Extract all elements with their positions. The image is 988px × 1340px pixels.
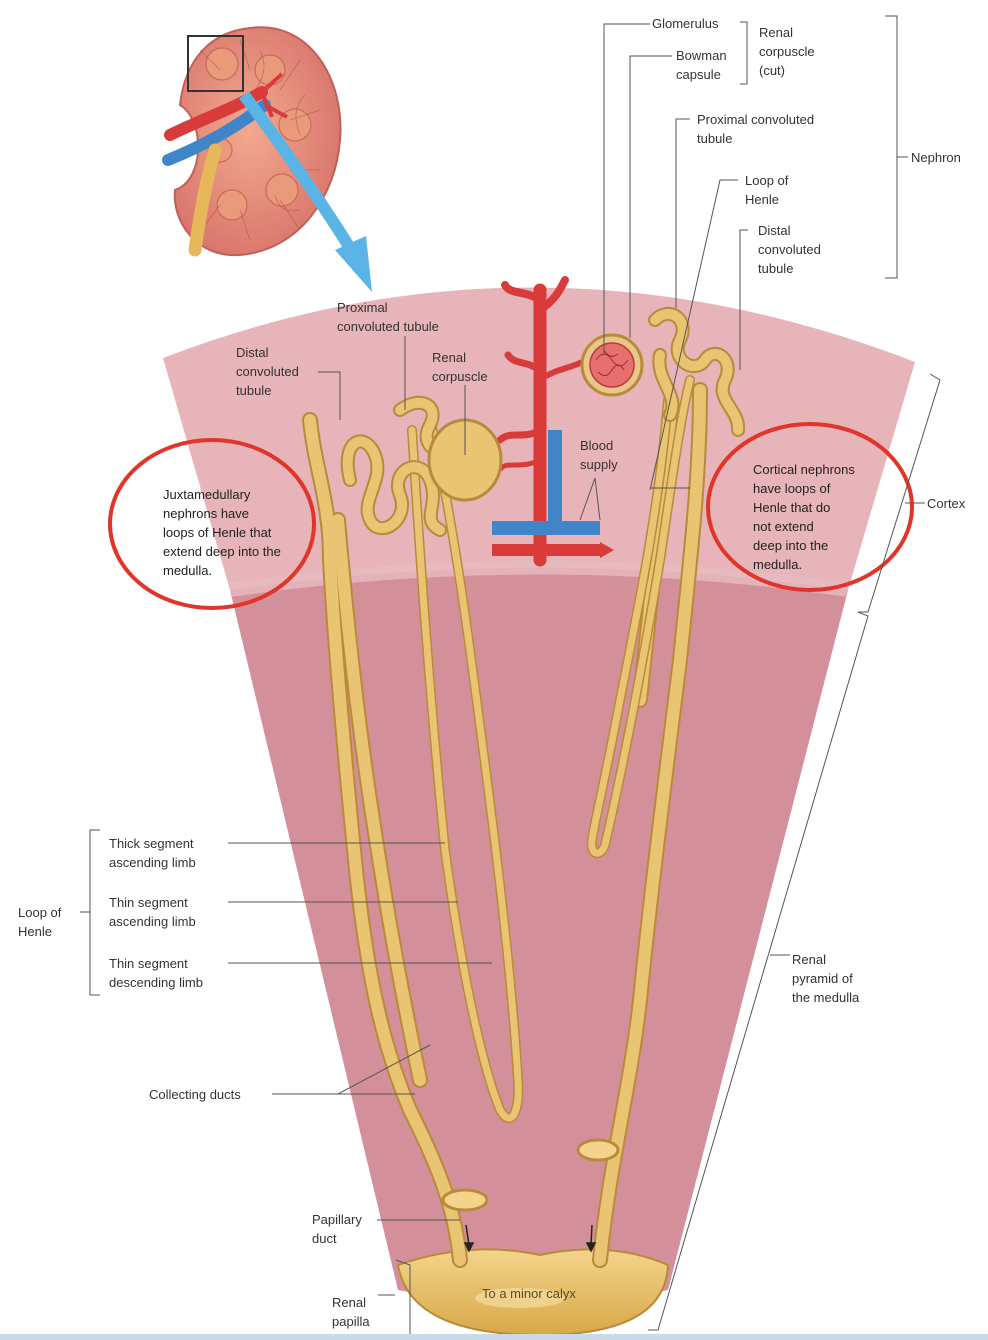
kidney-thumbnail <box>162 26 372 292</box>
label-thick-segment-ascending: Thick segment ascending limb <box>109 836 196 870</box>
label-glomerulus: Glomerulus <box>652 16 719 31</box>
bottom-strip <box>0 1334 988 1340</box>
tubules <box>302 307 746 1268</box>
label-renal-corpuscle: Renal corpuscle <box>432 350 488 384</box>
label-proximal-convoluted-tubule-top: Proximal convoluted tubule <box>697 112 815 146</box>
label-minor-calyx: To a minor calyx <box>482 1286 576 1301</box>
label-cortex: Cortex <box>927 496 966 511</box>
label-distal-convoluted-tubule: Distal convoluted tubule <box>236 345 299 398</box>
renal-corpuscles <box>427 333 644 502</box>
label-blood-supply: Blood supply <box>580 438 618 472</box>
label-renal-pyramid: Renal pyramid of the medulla <box>792 952 860 1005</box>
label-thin-segment-ascending: Thin segment ascending limb <box>109 895 196 929</box>
label-thin-segment-descending: Thin segment descending limb <box>109 956 203 990</box>
note-juxtamedullary-nephrons: Juxtamedullary nephrons have loops of He… <box>163 487 281 578</box>
label-papillary-duct: Papillary duct <box>312 1212 362 1246</box>
label-collecting-ducts: Collecting ducts <box>149 1087 241 1102</box>
highlight-circles <box>108 422 914 610</box>
renal-papilla <box>396 1248 670 1337</box>
leader-lines <box>80 15 941 1336</box>
label-nephron: Nephron <box>911 150 961 165</box>
label-renal-papilla: Renal papilla <box>332 1295 370 1329</box>
label-loop-of-henle-left: Loop of Henle <box>18 905 62 939</box>
label-renal-corpuscle-cut: Renal corpuscle (cut) <box>759 25 815 78</box>
label-bowman-capsule: Bowman capsule <box>676 48 727 82</box>
note-cortical-nephrons: Cortical nephrons have loops of Henle th… <box>753 462 855 572</box>
label-loop-of-henle-top: Loop of Henle <box>745 173 789 207</box>
flow-arrows <box>463 1224 597 1253</box>
label-distal-convoluted-tubule-top: Distal convoluted tubule <box>758 223 821 276</box>
label-proximal-convoluted-tubule: Proximal convoluted tubule <box>337 300 439 334</box>
